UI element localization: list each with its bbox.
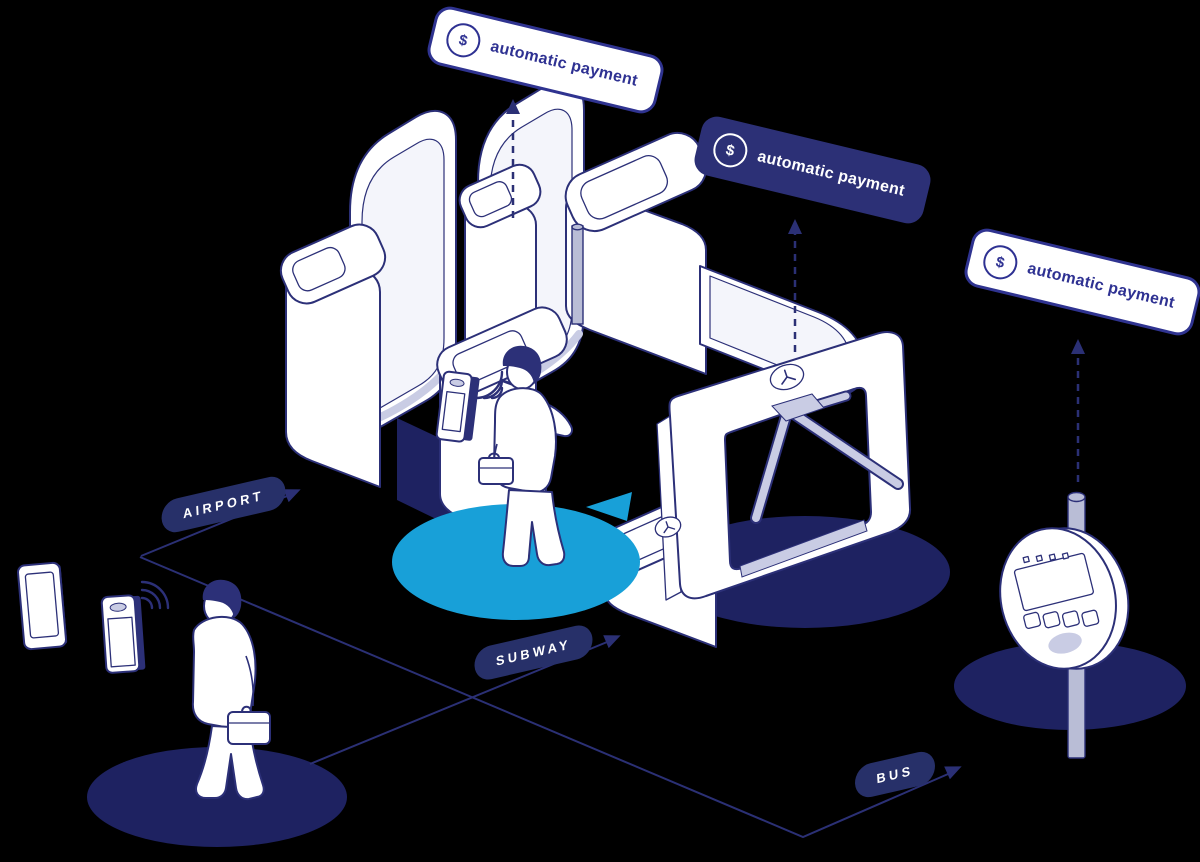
dashed-arrow-bus bbox=[1071, 339, 1085, 482]
turnstile bbox=[654, 331, 912, 601]
validator-button bbox=[1042, 611, 1061, 629]
card-reader bbox=[435, 370, 480, 443]
validator-button bbox=[1061, 610, 1080, 628]
dollar-circle-icon: $ bbox=[979, 241, 1021, 283]
validator-head bbox=[999, 527, 1130, 670]
dashed-arrow-gates bbox=[506, 99, 520, 218]
smartphone bbox=[17, 561, 68, 651]
briefcase bbox=[227, 705, 271, 745]
turnstile-badge-icon bbox=[654, 516, 682, 538]
dollar-circle-icon: $ bbox=[442, 19, 484, 61]
validator-screen bbox=[1013, 552, 1094, 612]
bus-validator bbox=[999, 491, 1130, 759]
standing-person bbox=[478, 345, 574, 567]
dollar-circle-icon: $ bbox=[709, 129, 751, 171]
dashed-arrow-turnstile bbox=[788, 219, 802, 352]
blue-arrow-icon bbox=[586, 492, 632, 521]
nfc-device bbox=[100, 594, 146, 674]
wifi-waves-icon bbox=[140, 580, 170, 610]
wifi-waves-icon bbox=[474, 370, 504, 400]
turnstile-tripod bbox=[750, 390, 904, 524]
validator-tap-area bbox=[1048, 632, 1082, 654]
turnstile-shadow-ellipse bbox=[660, 516, 950, 628]
gate-divider-rod bbox=[571, 223, 584, 325]
gate-pillar-left bbox=[279, 223, 387, 488]
turnstile-badge-icon bbox=[769, 363, 805, 391]
validator-button bbox=[1023, 611, 1042, 630]
walking-person bbox=[191, 579, 271, 801]
route-line-bus bbox=[139, 556, 962, 839]
gate-pillar-back-right bbox=[564, 131, 708, 375]
validator-button bbox=[1081, 609, 1100, 627]
briefcase bbox=[478, 443, 514, 485]
